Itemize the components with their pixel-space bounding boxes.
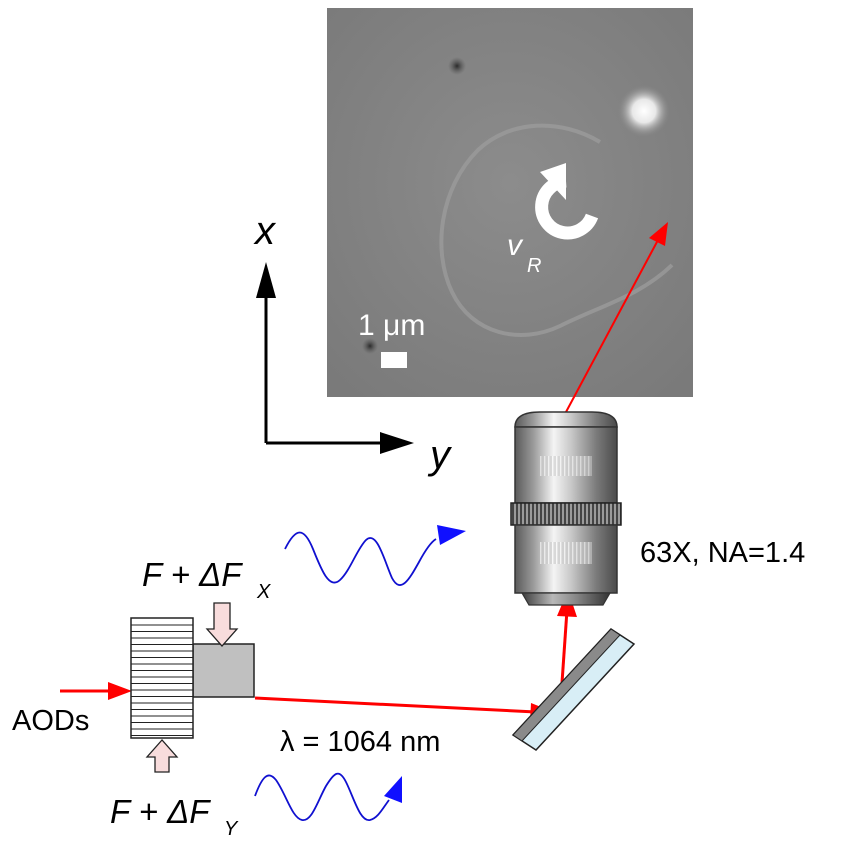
aod-stack-lines xyxy=(131,624,193,736)
scale-bar xyxy=(381,352,407,368)
aod-transducer-stack xyxy=(130,617,194,739)
rf-wave-x-arrowhead xyxy=(437,525,466,545)
objective-label: 63X, NA=1.4 xyxy=(640,537,805,569)
mirror xyxy=(511,628,636,751)
laser-deflected xyxy=(254,696,537,714)
aods-label: AODs xyxy=(12,705,89,737)
rf-x-label: F + ΔF xyxy=(142,556,243,593)
rf-y-subscript: Y xyxy=(224,818,239,840)
axis-x-label: x xyxy=(253,209,277,253)
laser-to-sample-arrowhead xyxy=(649,222,668,246)
axis-y-label: y xyxy=(427,433,453,477)
particle-dot-left xyxy=(362,338,378,354)
objective-upper-texture xyxy=(540,456,592,476)
vesicle-ring xyxy=(439,123,674,337)
mirror-coating xyxy=(512,628,621,742)
laser-input-arrowhead xyxy=(108,682,132,700)
axis-x-arrowhead xyxy=(256,262,276,298)
rf-wave-y xyxy=(254,772,390,821)
force-arrow-x xyxy=(205,602,239,647)
rf-wave-x xyxy=(284,531,437,586)
scale-bar-label: 1 μm xyxy=(358,309,425,342)
micrograph-background xyxy=(327,8,693,397)
objective-bottom xyxy=(520,592,612,606)
objective-lower-texture xyxy=(540,542,592,564)
rf-x-subscript: X xyxy=(256,581,271,603)
mirror-glass xyxy=(511,628,636,751)
rf-wave-y-arrowhead xyxy=(384,776,402,803)
rf-y-label: F + ΔF xyxy=(110,793,211,830)
aod-crystals xyxy=(130,617,255,739)
trapped-bead xyxy=(618,85,670,137)
objective-knurled-ring xyxy=(510,502,622,526)
laser-to-sample xyxy=(565,239,659,413)
aod-body xyxy=(192,643,255,698)
rotation-velocity-label: v xyxy=(507,229,524,262)
objective-top-cap xyxy=(514,411,618,428)
rotation-velocity-subscript: R xyxy=(527,255,541,277)
micrograph: 1 μm v R xyxy=(327,8,693,397)
axes: x y xyxy=(253,209,453,477)
axis-y-arrowhead xyxy=(380,432,414,454)
objective-lens xyxy=(510,411,622,606)
force-arrow-y xyxy=(145,739,179,773)
rotation-arrow-icon xyxy=(535,163,599,240)
particle-dot-top xyxy=(448,57,466,75)
wavelength-label: λ = 1064 nm xyxy=(280,726,440,758)
